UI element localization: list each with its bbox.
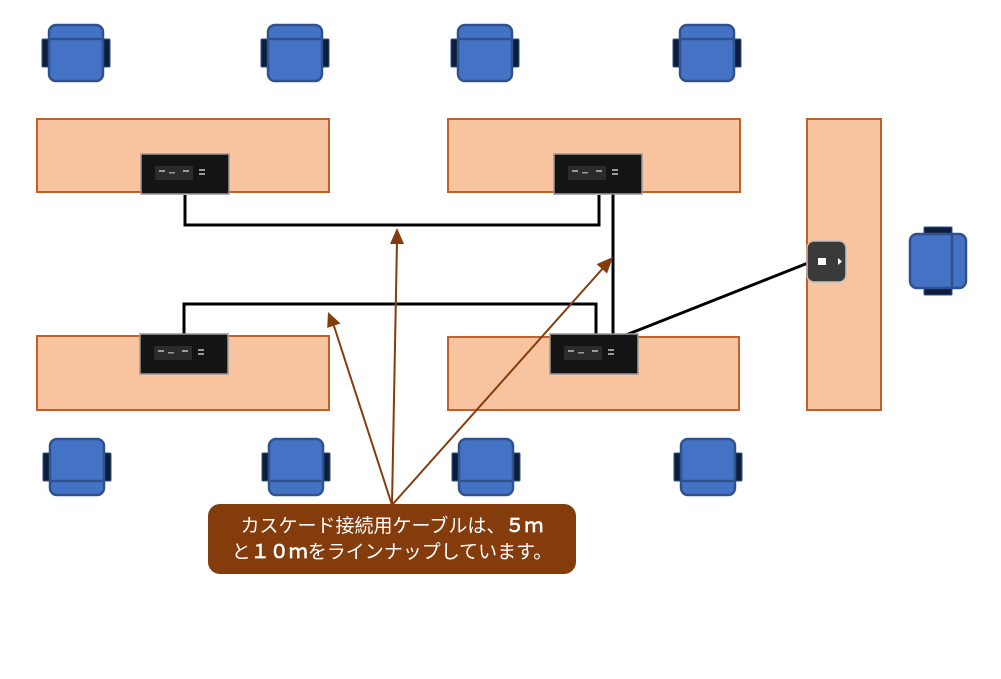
callout-arrows <box>327 228 613 506</box>
cable-top <box>183 195 601 227</box>
hub-device-icon <box>139 333 229 375</box>
chair-icon <box>672 437 744 497</box>
cable-length-10m: １０ｍ <box>250 541 308 563</box>
chair-icon <box>450 437 522 497</box>
callout-line-2: と１０ｍをラインナップしています。 <box>208 539 576 565</box>
cable-length-5m: ５ｍ <box>505 515 544 537</box>
cable-middle <box>182 302 598 334</box>
chair-icon <box>671 23 743 83</box>
cable-to-wall <box>625 261 809 337</box>
hub-device-icon <box>553 153 643 195</box>
callout-text: をラインナップしています。 <box>307 541 553 563</box>
chair-icon <box>449 23 521 83</box>
hub-device-icon <box>549 333 639 375</box>
chair-icon <box>40 23 112 83</box>
callout-box: カスケード接続用ケーブルは、５ｍ と１０ｍをラインナップしています。 <box>208 504 576 574</box>
chair-icon <box>260 437 332 497</box>
hub-device-icon <box>140 153 230 195</box>
chair-icon <box>259 23 331 83</box>
callout-line-1: カスケード接続用ケーブルは、５ｍ <box>208 513 576 539</box>
chair-icon <box>908 225 968 297</box>
wall-connector-icon <box>806 240 847 283</box>
chair-icon <box>41 437 113 497</box>
callout-text: カスケード接続用ケーブルは、 <box>240 515 506 537</box>
callout-text: と <box>231 541 251 563</box>
